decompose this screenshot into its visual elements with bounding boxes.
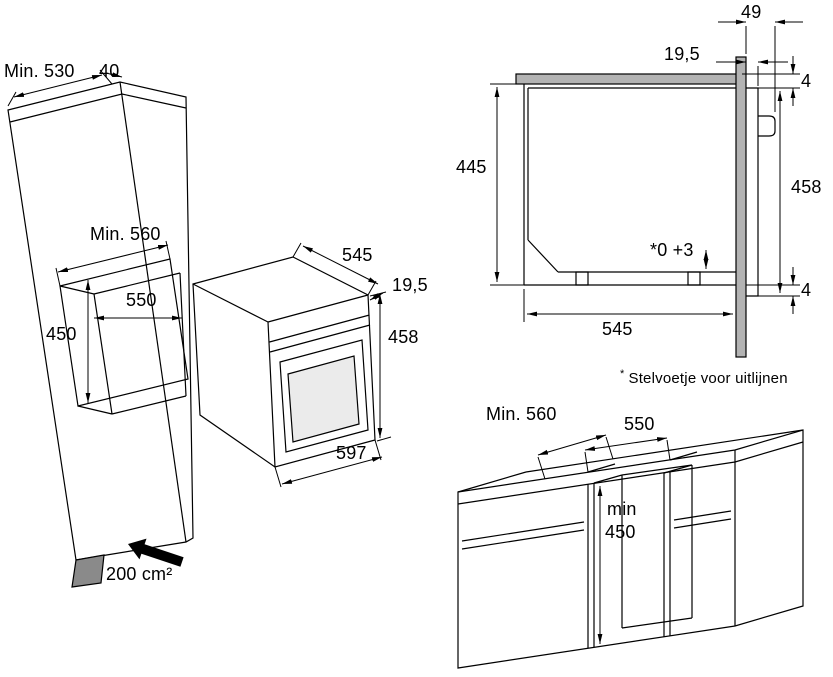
label-opening-height-min: min xyxy=(607,499,637,519)
section-niche-lines xyxy=(523,84,736,286)
label-vent-area: 200 cm² xyxy=(106,564,173,584)
label-niche-width: Min. 560 xyxy=(90,224,161,244)
tall-cabinet-drawing xyxy=(7,69,194,588)
dimension-oven-depth xyxy=(292,242,379,296)
plinth-panel xyxy=(71,554,105,588)
label-oven-depth: 545 xyxy=(342,245,373,265)
label-opening-height-value: 450 xyxy=(605,522,636,542)
label-opening-width: 550 xyxy=(624,414,655,434)
label-oven-width: 597 xyxy=(336,443,367,463)
dimension-niche-depth-section xyxy=(523,289,733,322)
base-cabinet-drawing xyxy=(457,429,804,669)
section-door-handle xyxy=(758,115,776,137)
base-counter-lines xyxy=(457,429,804,626)
dimension-oven-width xyxy=(274,439,383,488)
label-bottom-gap: 4 xyxy=(801,280,812,300)
cabinet-front-right-edge xyxy=(119,81,187,543)
label-fascia-depth-section: 19,5 xyxy=(664,44,700,64)
oven-control-band xyxy=(269,314,371,353)
section-top-panel xyxy=(515,73,743,85)
base-door-lines xyxy=(673,510,732,529)
label-front-height-section: 458 xyxy=(791,177,822,197)
section-front-frame xyxy=(735,56,747,358)
dimension-bottom-gap xyxy=(746,267,800,314)
label-foot-adjust: *0 +3 xyxy=(650,240,694,260)
label-niche-depth-section: 545 xyxy=(602,319,633,339)
section-door-front xyxy=(746,87,759,297)
label-oven-fascia: 19,5 xyxy=(392,275,428,295)
oven-door-frame xyxy=(279,339,369,453)
footnote-text: Stelvoetje voor uitlijnen xyxy=(628,370,788,387)
label-niche-height: 450 xyxy=(46,324,77,344)
section-foot-left xyxy=(575,271,589,286)
niche-interior-lines xyxy=(59,272,187,415)
cabinet-top-panel-line xyxy=(9,93,187,123)
dimension-niche-width xyxy=(55,240,171,287)
label-top-gap: 4 xyxy=(801,71,812,91)
base-front-dividers xyxy=(587,472,671,648)
label-worktop-depth: Min. 560 xyxy=(486,404,557,424)
label-cabinet-depth: Min. 530 xyxy=(4,61,75,81)
footnote-marker: * xyxy=(620,368,625,380)
base-opening-interior xyxy=(593,464,693,629)
label-niche-height-section: 445 xyxy=(456,157,487,177)
label-oven-height: 458 xyxy=(388,327,419,347)
dimension-cabinet-depth xyxy=(7,69,113,107)
section-oven-outline xyxy=(527,87,736,273)
installation-footnote: *Stelvoetje voor uitlijnen xyxy=(620,368,788,387)
oven-drawing xyxy=(192,242,392,488)
cabinet-outline xyxy=(7,81,194,561)
cross-section-drawing xyxy=(490,19,803,358)
dimension-opening-width xyxy=(584,437,671,473)
dimension-oven-height xyxy=(369,291,392,442)
label-rear-gap: 40 xyxy=(99,61,120,81)
base-outline xyxy=(457,429,804,669)
base-worktop-opening-marks xyxy=(587,451,698,473)
section-foot-right xyxy=(687,271,701,286)
base-drawer-lines xyxy=(461,521,585,550)
dimension-handle-clearance xyxy=(718,19,803,112)
oven-edges xyxy=(192,283,369,468)
dimension-rear-gap xyxy=(105,72,123,78)
oven-door-glass xyxy=(287,355,360,443)
dimension-niche-height-section xyxy=(490,83,524,286)
label-handle-clearance: 49 xyxy=(741,2,762,22)
dimension-top-gap xyxy=(742,56,800,106)
vent-arrow xyxy=(128,538,184,567)
dimension-fascia-depth-section xyxy=(716,59,788,86)
label-niche-depth: 550 xyxy=(126,290,157,310)
